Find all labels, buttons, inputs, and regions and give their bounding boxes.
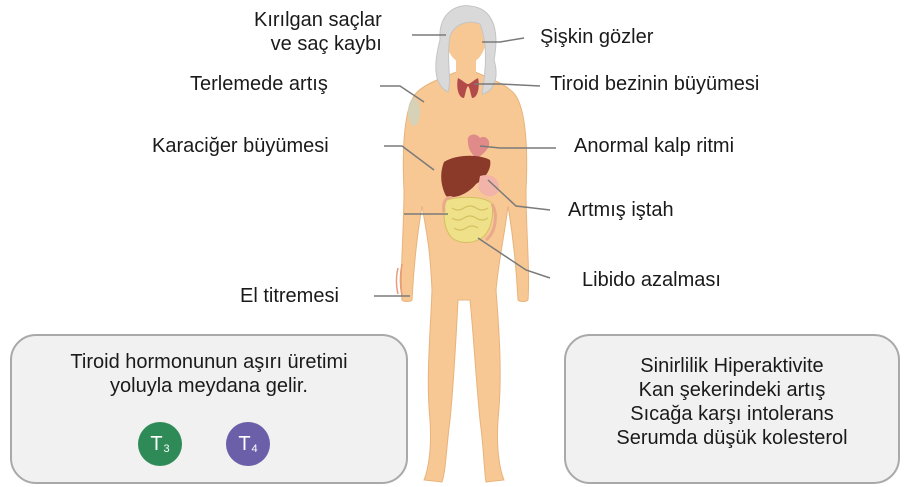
label-liver-enlargement: Karaciğer büyümesi (152, 134, 329, 158)
symptoms-info-box: Sinirlilik Hiperaktivite Kan şekerindeki… (564, 334, 900, 484)
t4-sub: 4 (252, 443, 258, 455)
cause-text: Tiroid hormonunun aşırı üretimi yoluyla … (12, 350, 406, 398)
t3-base: T (150, 433, 162, 456)
t3-sub: 3 (164, 443, 170, 455)
cause-info-box: Tiroid hormonunun aşırı üretimi yoluyla … (10, 334, 408, 484)
label-bulging-eyes: Şişkin gözler (540, 25, 653, 49)
label-sweating: Terlemede artış (190, 72, 328, 96)
label-decreased-libido: Libido azalması (582, 268, 721, 292)
label-hand-tremor: El titremesi (240, 284, 339, 308)
label-abnormal-heart-rhythm: Anormal kalp ritmi (574, 134, 734, 158)
symptom-line-4: Serumda düşük kolesterol (566, 426, 898, 450)
symptom-line-2: Kan şekerindeki artış (566, 378, 898, 402)
label-brittle-hair: Kırılgan saçlar ve saç kaybı (254, 8, 382, 56)
human-body-silhouette (397, 6, 529, 482)
symptom-line-1: Sinirlilik Hiperaktivite (566, 354, 898, 378)
symptom-line-3: Sıcağa karşı intolerans (566, 402, 898, 426)
sweat-patch (408, 98, 420, 126)
body-outline (401, 70, 528, 482)
label-thyroid-enlargement: Tiroid bezinin büyümesi (550, 72, 759, 96)
t4-base: T (238, 433, 250, 456)
label-increased-appetite: Artmış iştah (568, 198, 674, 222)
